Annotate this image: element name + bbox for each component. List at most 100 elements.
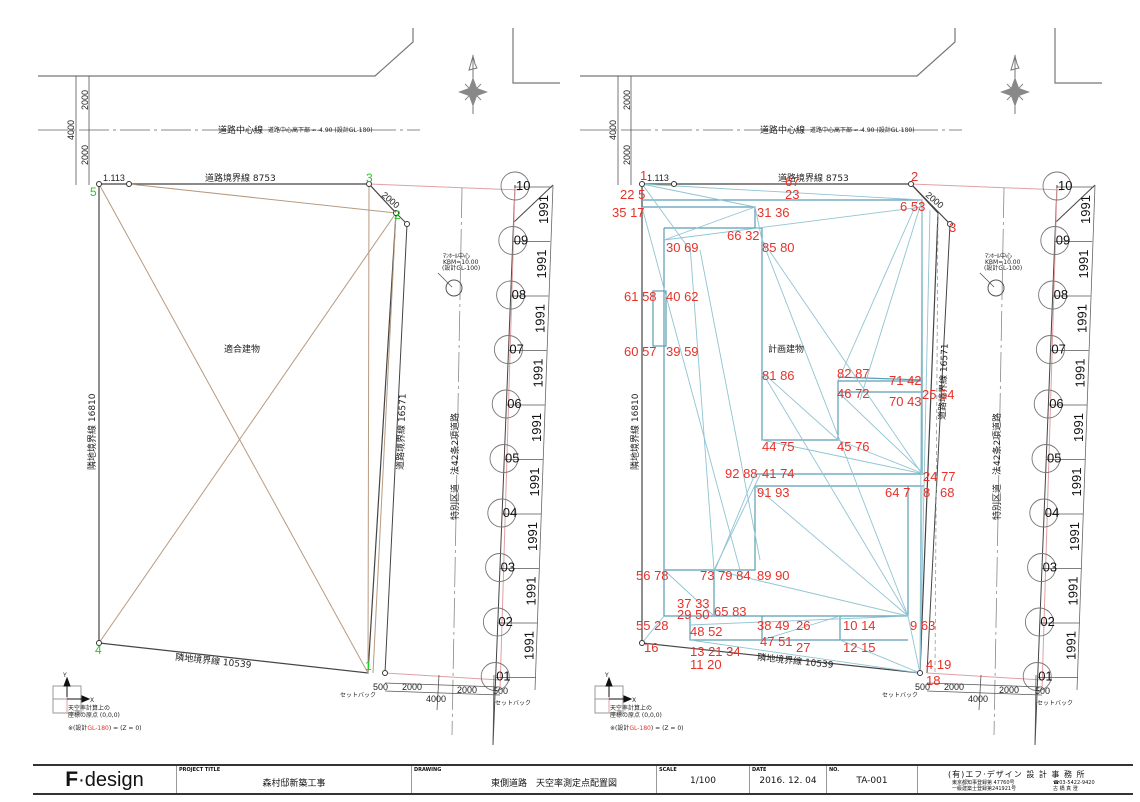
measurement-point-label: 25 54 [922, 387, 955, 402]
manhole-note-2: KBM=10.00 [443, 259, 479, 266]
north-arrow-icon [1000, 54, 1030, 114]
measurement-point-label: 9 63 [910, 618, 935, 633]
station-label: 03 [1043, 560, 1057, 575]
station-circle [498, 226, 528, 255]
station-spacing: 1991 [1067, 522, 1082, 551]
date-caption: DATE [752, 767, 767, 773]
station-circle [1038, 280, 1068, 310]
drawing-cell: DRAWING 東側道路 天空率測定点配置図 [411, 766, 656, 793]
station-label: 01 [496, 669, 510, 684]
setback-dim: 4000 [426, 694, 446, 704]
scale-value: 1/100 [690, 776, 716, 786]
right-boundary-label: 道路境界線 16571 [936, 343, 951, 420]
station-circle [489, 444, 519, 473]
manhole-note-2: KBM=10.00 [985, 259, 1021, 266]
measurement-point-label: 2 [911, 169, 918, 184]
drawing-number-cell: NO. TA-001 [826, 766, 917, 793]
axis-y-label: Y [604, 672, 609, 679]
station-spacing: 1991 [1065, 577, 1080, 606]
building-label: 計画建物 [768, 343, 804, 355]
logo-mark: F [65, 768, 79, 791]
setback-label: セットバック [495, 700, 531, 707]
measurement-point-label: 73 79 84 [700, 568, 751, 583]
measurement-point-label: 70 43 [889, 394, 922, 409]
origin-note-2: 座標の原点 (0,0,0) [68, 711, 120, 719]
top-boundary-label: 道路境界線 8753 [778, 172, 849, 184]
dim-2000-top: 2000 [80, 90, 90, 110]
setback-dim: 500 [915, 682, 930, 692]
dim-4000: 4000 [66, 120, 76, 140]
bottom-boundary-label: 隣地境界線 10539 [175, 651, 253, 671]
measurement-point-label: 67 [785, 174, 799, 189]
measurement-point-label: 56 78 [636, 568, 669, 583]
measurement-point-label: 91 93 [757, 485, 790, 500]
station-label: 07 [1051, 342, 1065, 357]
gl-note: ※(設計GL-180) = (Z = 0) [68, 724, 142, 732]
station-spacing: 1991 [1078, 195, 1093, 224]
station-markers-left: 1019910919910819910719910619910519910419… [480, 171, 552, 691]
axis-y-label: Y [62, 672, 67, 679]
station-circle [480, 662, 510, 691]
station-label: 02 [1040, 614, 1054, 629]
origin-axis-icon [52, 676, 91, 714]
measurement-point-label: 40 62 [666, 289, 699, 304]
setback-dim: 2000 [944, 682, 964, 692]
scale-cell: SCALE 1/100 [656, 766, 749, 793]
date-value: 2016. 12. 04 [759, 776, 817, 786]
corner-number: 1 [365, 659, 372, 673]
station-spacing: 1991 [523, 577, 538, 606]
road-edge-line [38, 28, 414, 77]
measurement-point-label: 45 76 [837, 439, 870, 454]
measurement-point-label: 16 [644, 640, 658, 655]
corner-number: 3 [366, 171, 373, 185]
station-circle [1033, 389, 1063, 419]
drawing-title: 東側道路 天空率測定点配置図 [490, 779, 617, 789]
measurement-point-label: 44 75 [762, 439, 795, 454]
measurement-point-label: 11 20 [690, 657, 722, 672]
station-spacing: 1991 [1069, 468, 1084, 497]
station-label: 04 [503, 505, 517, 520]
setback-dim: 4000 [968, 694, 988, 704]
number-caption: NO. [829, 767, 840, 773]
left-site-plan: 道路中心線 道路中心高下部 =-4.90 (設計GL-180) 2000 400… [38, 28, 560, 746]
station-spacing: 1991 [522, 631, 537, 660]
origin-axis-icon [594, 676, 633, 714]
setback-label: セットバック [340, 692, 376, 699]
station-spacing: 1991 [1074, 304, 1089, 333]
north-arrow-icon [458, 54, 488, 114]
station-label: 08 [512, 287, 526, 302]
station-circle [500, 171, 530, 201]
station-circle [485, 553, 515, 582]
setback-dim: 2000 [402, 682, 422, 692]
station-label: 07 [509, 342, 523, 357]
station-circle [1035, 335, 1065, 364]
station-circle [491, 389, 521, 419]
dim-2000-bottom: 2000 [80, 145, 90, 165]
station-circle [1031, 444, 1061, 473]
measurement-point-label: 37 33 [677, 596, 710, 611]
measurement-point-label: 29 50 [677, 607, 710, 622]
measurement-point-label: 4 19 [926, 657, 951, 672]
measurement-point-label: 6 53 [900, 199, 925, 214]
measurement-point-label: 61 58 [624, 289, 657, 304]
measurement-point-label: 27 [796, 640, 810, 655]
measurement-point-label: 30 69 [666, 240, 699, 255]
measurement-point-label: 48 52 [690, 624, 723, 639]
measurement-point-label: 12 15 [843, 640, 876, 655]
compliant-building-outline [98, 183, 397, 674]
measurement-point-label: 82 87 [837, 366, 870, 381]
corner-offset: 1.113 [103, 173, 125, 183]
station-spacing: 1991 [527, 468, 542, 497]
site-boundary [641, 183, 939, 674]
setback-dim: 500 [373, 682, 388, 692]
station-markers-right: 1019910919910819910719910619910519910419… [1022, 171, 1094, 691]
measurement-point-label: 35 17 [612, 205, 645, 220]
station-label: 08 [1054, 287, 1068, 302]
gl-note: ※(設計GL-180) = (Z = 0) [610, 724, 684, 732]
building-label: 適合建物 [224, 343, 260, 355]
setback-dim: 500 [493, 686, 508, 696]
station-circle [496, 280, 526, 310]
measurement-point-label: 64 7 [885, 485, 910, 500]
axis-x-label: X [90, 697, 94, 704]
